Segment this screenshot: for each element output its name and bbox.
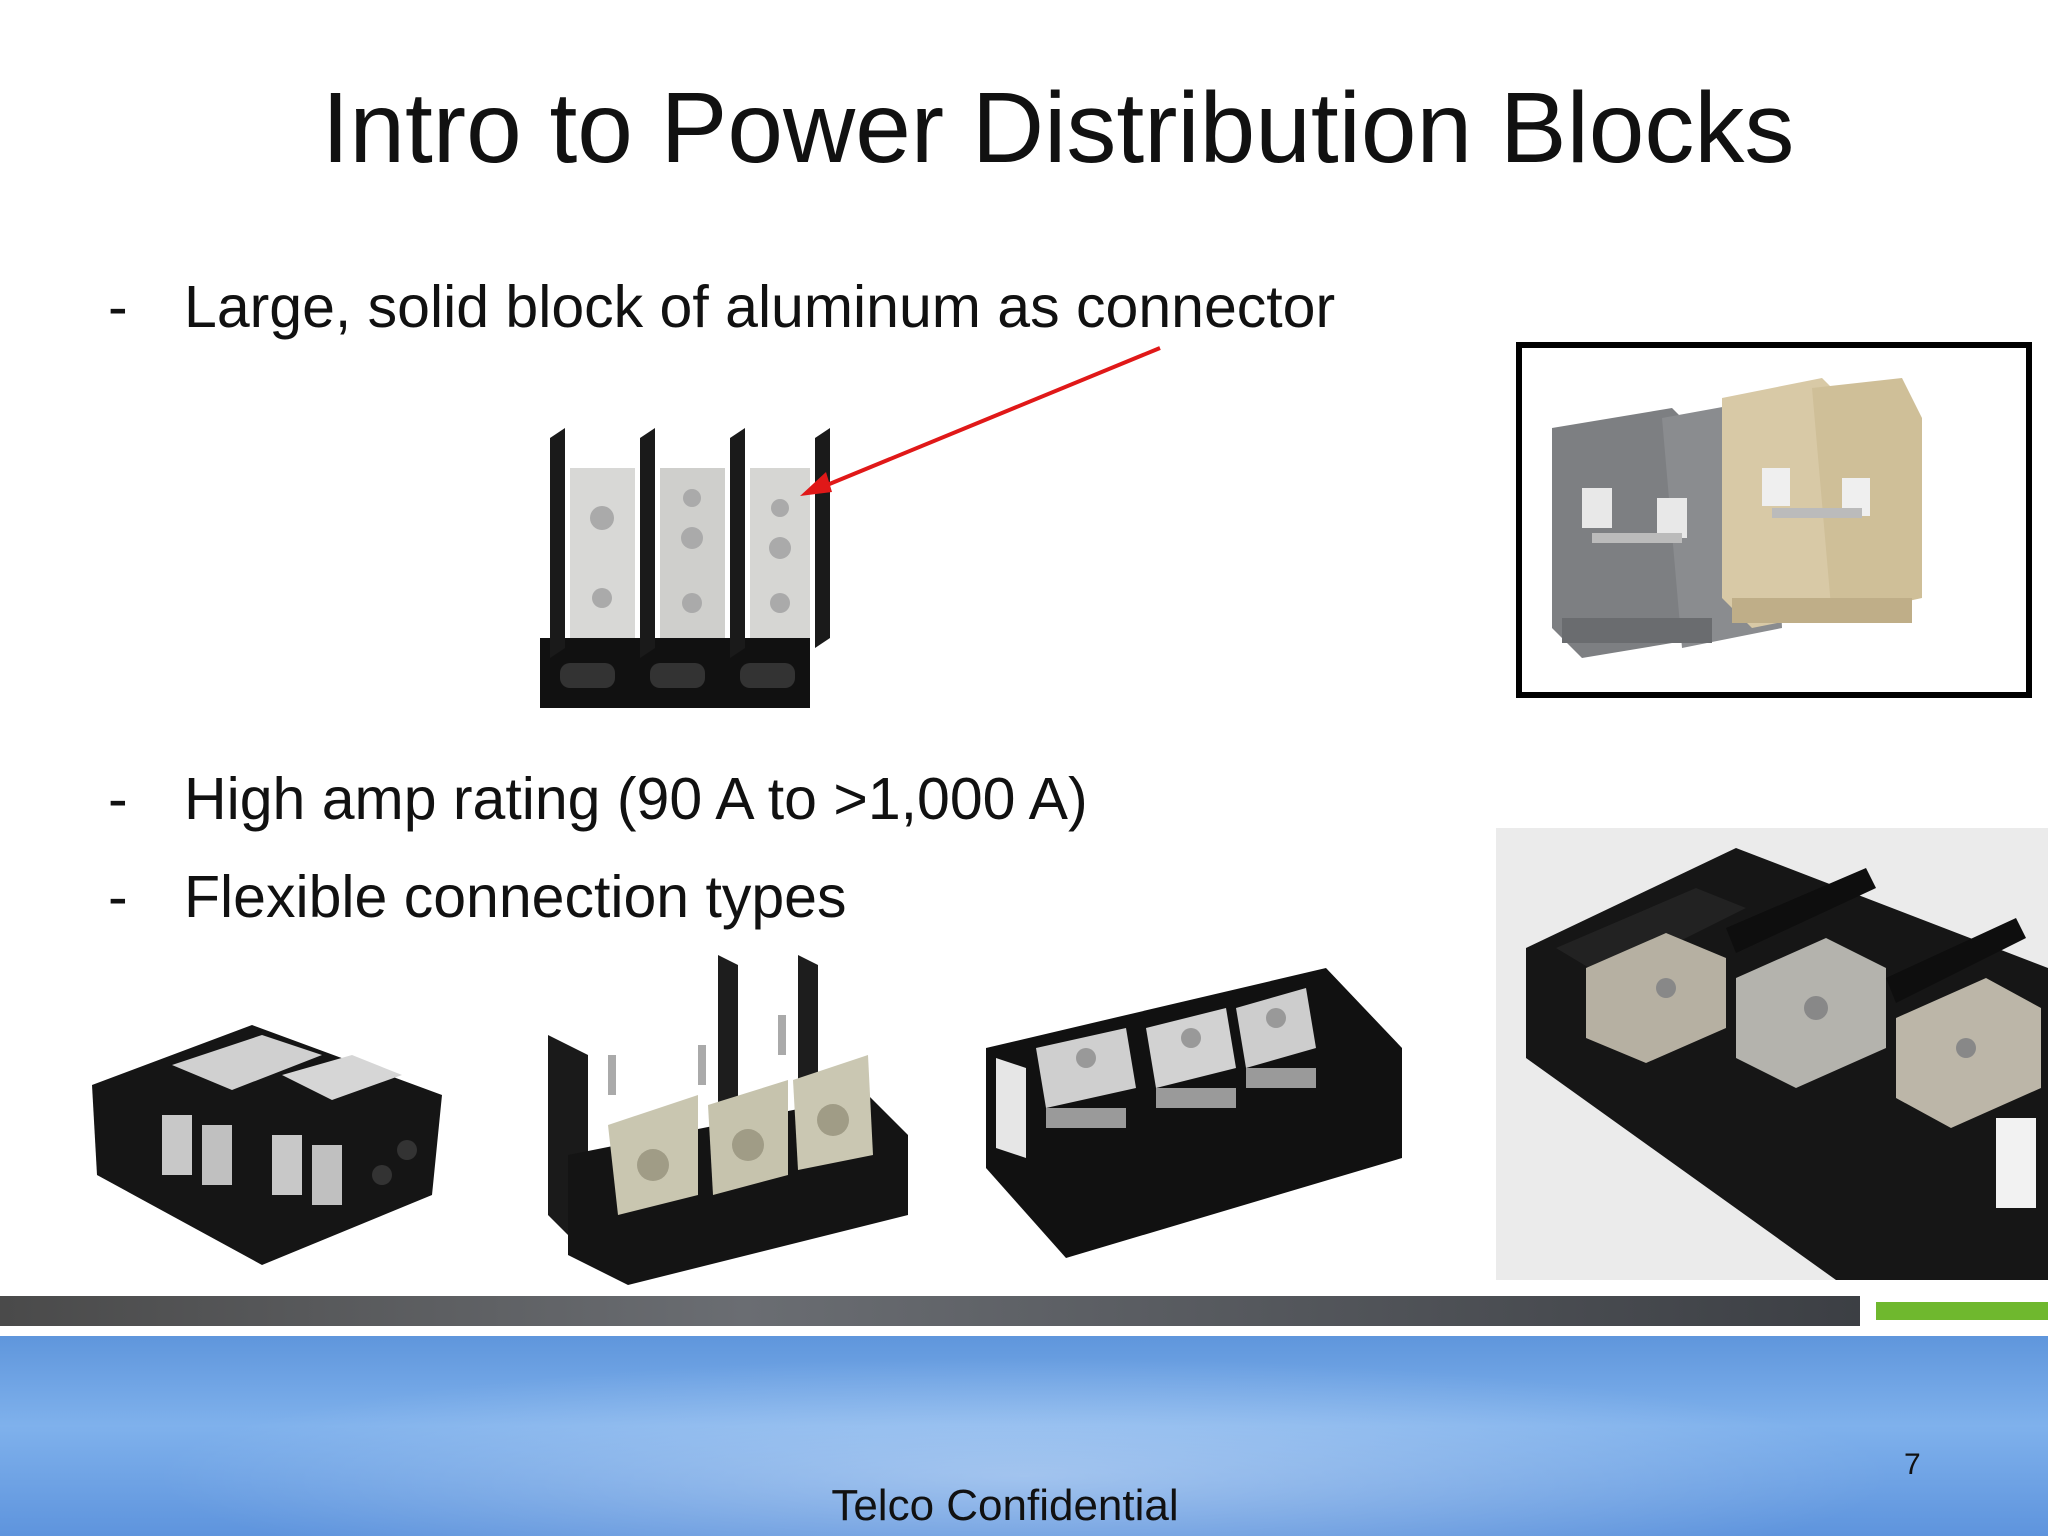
three-pole-multi-port-block-photo [986, 958, 1402, 1288]
bullet-text: Large, solid block of aluminum as connec… [184, 274, 1336, 340]
bullet-text: High amp rating (90 A to >1,000 A) [184, 766, 1088, 832]
footer-accent-bar [1876, 1296, 2048, 1326]
bullet-marker: - [108, 274, 128, 340]
slide-title: Intro to Power Distribution Blocks [321, 72, 1795, 184]
footer-band [0, 1336, 2048, 1536]
three-pole-aluminum-block-photo [530, 418, 830, 726]
bullet-amp-rating: -High amp rating (90 A to >1,000 A) [108, 770, 1088, 829]
bullet-aluminum: -Large, solid block of aluminum as conne… [108, 278, 1335, 337]
footer-divider-bar [0, 1296, 1860, 1326]
three-pole-stud-block-photo [548, 955, 914, 1285]
bullet-text: Flexible connection types [184, 864, 847, 930]
din-rail-terminal-blocks-photo [1516, 342, 2032, 698]
two-pole-block-photo [52, 975, 480, 1275]
large-three-pole-block-photo [1496, 828, 2048, 1280]
bullet-marker: - [108, 864, 128, 930]
page-number: 7 [1904, 1448, 1921, 1481]
footer-confidential: Telco Confidential [831, 1481, 1179, 1530]
bullet-marker: - [108, 766, 128, 832]
bullet-connection-types: -Flexible connection types [108, 868, 846, 927]
